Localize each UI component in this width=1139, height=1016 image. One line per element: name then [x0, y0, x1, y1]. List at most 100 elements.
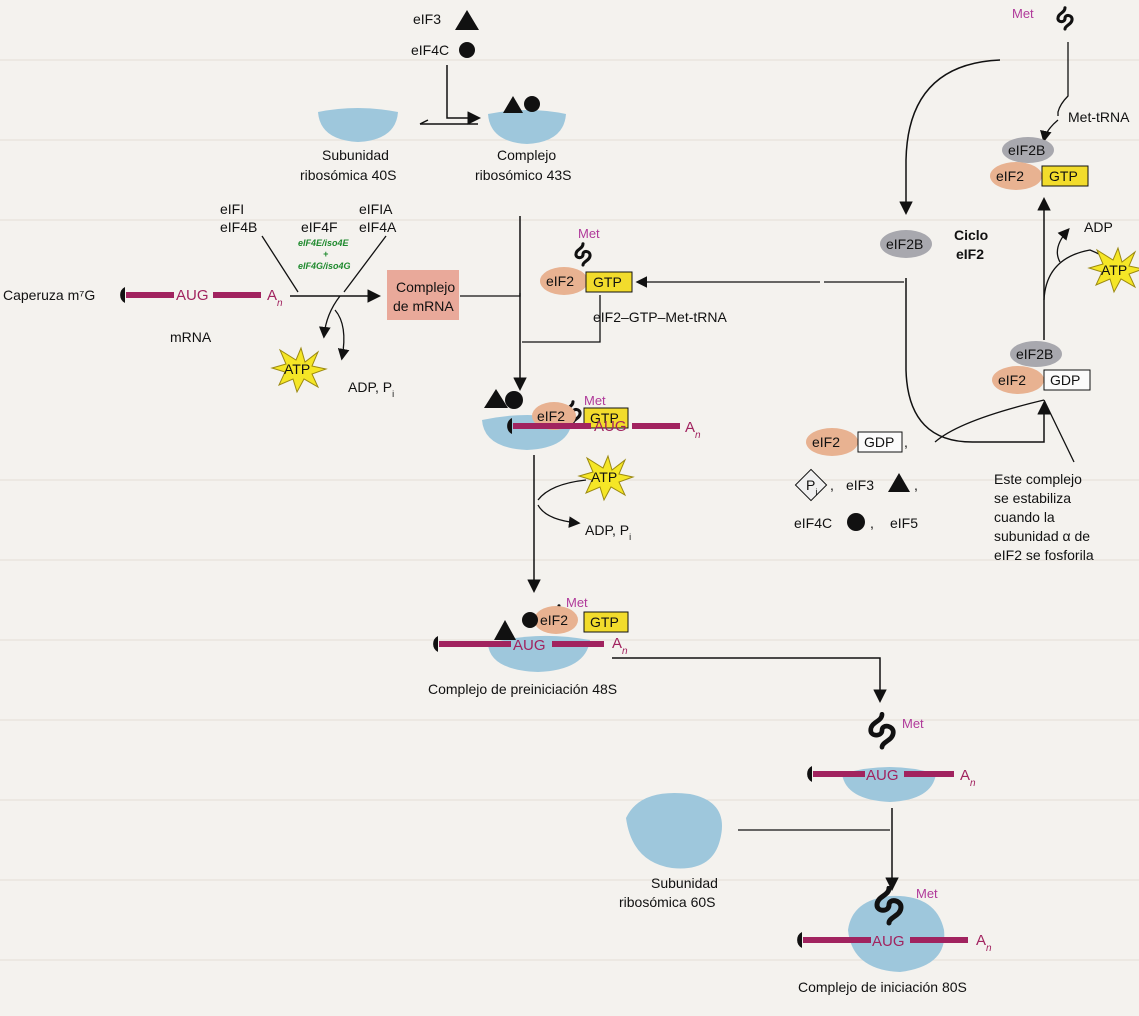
sub40s-label-1: Subunidad: [322, 147, 389, 163]
gtp-label: GTP: [590, 614, 619, 630]
eif4c-factor: eIF4C: [411, 42, 475, 58]
eif2b-oval: [1002, 137, 1054, 163]
mrna-segment: [803, 937, 871, 943]
eif4g-label: eIF4G/iso4G: [298, 261, 351, 271]
gdp-box: [857, 431, 903, 453]
met-label: Met: [566, 595, 588, 610]
cycle-arrow: [905, 278, 1051, 443]
note-line-5: eIF2 se fosforila: [994, 547, 1094, 563]
mrna-segment: [513, 423, 591, 429]
eif2-oval: [992, 366, 1044, 394]
met-trna-label: Met-tRNA: [1068, 109, 1130, 125]
ribosome-60s: [626, 793, 722, 869]
mrna-strand: Caperuza m⁷G AUG An: [3, 287, 283, 309]
aug-label: AUG: [872, 933, 905, 950]
an-label: An: [960, 767, 976, 789]
eif4f-label: eIF4F: [301, 219, 338, 235]
complex-48s: Met eIF2 GTP AUG An: [433, 595, 629, 672]
complex-80s: Met AUG An: [797, 886, 992, 972]
cmrna-label-2: de mRNA: [393, 298, 454, 314]
atp-label: ATP: [1101, 262, 1127, 278]
gdp-box: [1043, 369, 1091, 391]
aug-label: AUG: [513, 637, 546, 654]
eif2b-label: eIF2B: [1016, 346, 1053, 362]
an-label: An: [612, 635, 628, 657]
cap-icon: [120, 287, 125, 303]
mrna-complex-box: [387, 270, 459, 320]
c43s-label-2: ribosómico 43S: [475, 167, 572, 183]
mrna-segment: [910, 937, 968, 943]
mrna-segment: [904, 771, 954, 777]
ciclo-label-2: eIF2: [956, 246, 984, 262]
mrna-segment: [632, 423, 680, 429]
plus-label: +: [323, 249, 329, 259]
aug-label: AUG: [176, 287, 209, 304]
atp-star: [1087, 246, 1139, 294]
atp-hydrolysis-2: ATP ADP, Pi: [527, 454, 635, 593]
gtp-box: [583, 611, 629, 633]
trna-icon: [574, 242, 592, 267]
note-line-2: se estabiliza: [994, 490, 1071, 506]
an-label: An: [976, 932, 992, 954]
gtp-label: GTP: [593, 274, 622, 290]
note-line-3: cuando la: [994, 509, 1055, 525]
gtp-box: [583, 407, 629, 429]
met-label: Met: [916, 886, 938, 901]
eif4c-label: eIF4C: [411, 42, 449, 58]
eif2-label: eIF2: [996, 168, 1024, 184]
an-label: An: [267, 287, 283, 309]
gtp-box: [585, 271, 633, 293]
cmrna-label-1: Complejo: [396, 279, 455, 295]
eif2-oval: [806, 428, 858, 456]
gtp-label: GTP: [590, 410, 619, 426]
c80s-label: Complejo de iniciación 80S: [798, 979, 967, 995]
gdp-label: GDP: [1050, 372, 1080, 388]
trna-icon: [871, 714, 894, 747]
circle-icon: [459, 42, 475, 58]
eif2-oval: [540, 267, 588, 295]
atp-label: ATP: [591, 469, 617, 485]
eif4b-label: eIF4B: [220, 219, 257, 235]
adp-pi-label: ADP, Pi: [348, 379, 394, 399]
comma: ,: [870, 515, 874, 531]
adp-label: ADP: [1084, 219, 1113, 235]
eif4e-label: eIF4E/iso4E: [298, 238, 350, 248]
atp-hydrolysis-1: ATP ADP, Pi: [270, 295, 394, 399]
mrna-segment: [552, 641, 604, 647]
cap-icon: [797, 932, 802, 948]
connector-line: [522, 295, 601, 343]
aug-label: AUG: [866, 767, 899, 784]
eif2-label: eIF2: [546, 273, 574, 289]
arrow: [1040, 119, 1059, 143]
triangle-icon: [888, 473, 910, 492]
met-label: Met: [902, 716, 924, 731]
triangle-icon: [494, 620, 516, 640]
gdp-label: GDP: [864, 434, 894, 450]
eif2-oval: [534, 606, 578, 634]
eif5-label: eIF5: [890, 515, 918, 531]
connector-line: [460, 293, 521, 297]
note-line-4: subunidad α de: [994, 528, 1090, 544]
c48s-label: Complejo de preiniciación 48S: [428, 681, 617, 697]
complex-43s-mrna: Met eIF2 GTP AUG An: [482, 389, 701, 450]
comma: ,: [830, 477, 834, 493]
eif2-oval: [990, 162, 1042, 190]
an-label: An: [685, 419, 701, 441]
triangle-icon: [484, 389, 508, 408]
arrow: [1056, 228, 1070, 263]
mrna-segment: [126, 292, 174, 298]
note-line-1: Este complejo: [994, 471, 1082, 487]
pi-diamond: [794, 468, 828, 502]
pi-label: Pi: [806, 477, 817, 497]
circle-icon: [505, 391, 523, 409]
trna-icon: [1056, 6, 1074, 31]
eifia-label: eIFIA: [359, 201, 393, 217]
complex-43s: [488, 96, 566, 144]
eif2-label: eIF2: [812, 434, 840, 450]
factor-funnel-lines: [261, 235, 387, 293]
mrna-segment: [439, 641, 511, 647]
complex-pre-80s: Met AUG An: [807, 714, 976, 802]
aug-label: AUG: [594, 418, 627, 435]
